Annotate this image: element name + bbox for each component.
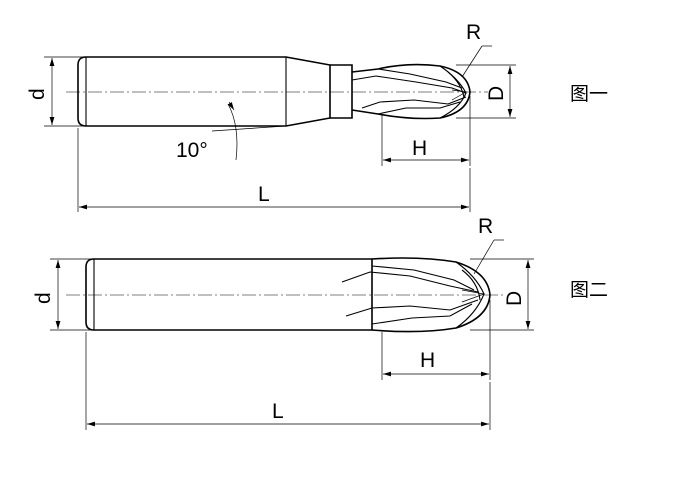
fig1-dim-H <box>381 96 471 166</box>
fig2-shank <box>85 258 373 331</box>
fig2-dim-D <box>470 258 534 331</box>
fig2-dim-d <box>50 258 92 331</box>
fig1-dim-L <box>77 128 471 212</box>
fig1-label-angle: 10° <box>176 139 208 162</box>
fig1-neck <box>330 64 353 119</box>
fig2-label-L: L <box>272 400 284 423</box>
fig2-label-H: H <box>420 349 435 372</box>
fig2-dim-R <box>473 239 504 275</box>
fig1-shank <box>77 56 331 127</box>
fig2-caption: 图二 <box>570 279 608 301</box>
fig1-dim-angle <box>211 101 287 161</box>
fig2-label-R: R <box>478 215 493 238</box>
fig1-label-d: d <box>26 88 49 100</box>
fig2-label-D: D <box>503 291 526 306</box>
fig1-dim-D <box>456 64 516 119</box>
fig1-label-L: L <box>258 183 270 206</box>
fig2-dim-L <box>85 332 491 430</box>
fig1-dim-d <box>44 56 84 127</box>
fig1-dim-R <box>461 45 492 78</box>
fig2-dim-H <box>381 300 491 380</box>
figure-1: d D R H L 10° 图一 <box>26 21 608 212</box>
fig1-label-R: R <box>466 21 481 44</box>
figure-2: d D R H L 图二 <box>32 215 608 430</box>
fig1-flutes <box>351 63 471 120</box>
fig1-label-D: D <box>485 86 508 101</box>
fig2-label-d: d <box>32 292 55 304</box>
fig1-label-H: H <box>412 137 427 160</box>
fig1-caption: 图一 <box>570 83 608 105</box>
